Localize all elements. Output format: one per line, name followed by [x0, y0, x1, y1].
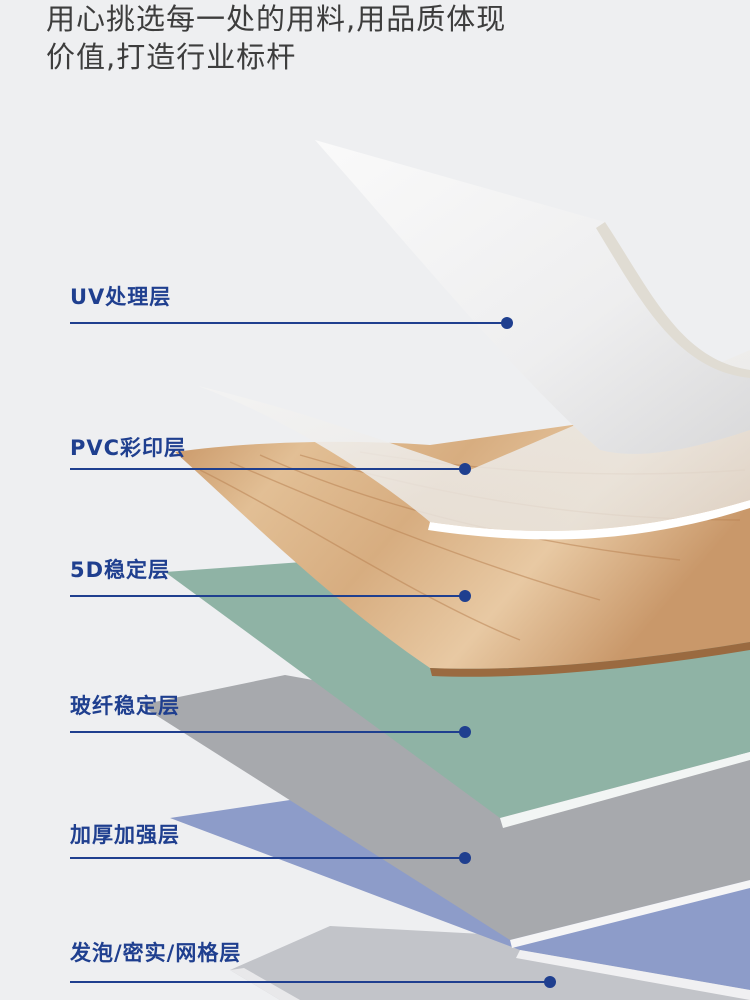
callout-rule — [70, 468, 465, 470]
callout-dot — [501, 317, 513, 329]
callout-dot — [544, 976, 556, 988]
callout-label: 5D稳定层 — [70, 554, 170, 584]
callout-rule — [70, 731, 465, 733]
callout-dot — [459, 463, 471, 475]
callout-rule — [70, 322, 507, 324]
callout-label: UV处理层 — [70, 281, 171, 311]
callout-rule — [70, 595, 465, 597]
callout-dot — [459, 852, 471, 864]
callout-label: PVC彩印层 — [70, 432, 186, 462]
callout-label: 加厚加强层 — [70, 819, 180, 849]
callout-label: 发泡/密实/网格层 — [70, 937, 241, 967]
callout-dot — [459, 590, 471, 602]
callout-rule — [70, 981, 550, 983]
callout-label: 玻纤稳定层 — [70, 690, 180, 720]
uv-layer-shape — [315, 140, 750, 454]
callout-rule — [70, 857, 465, 859]
callout-dot — [459, 726, 471, 738]
